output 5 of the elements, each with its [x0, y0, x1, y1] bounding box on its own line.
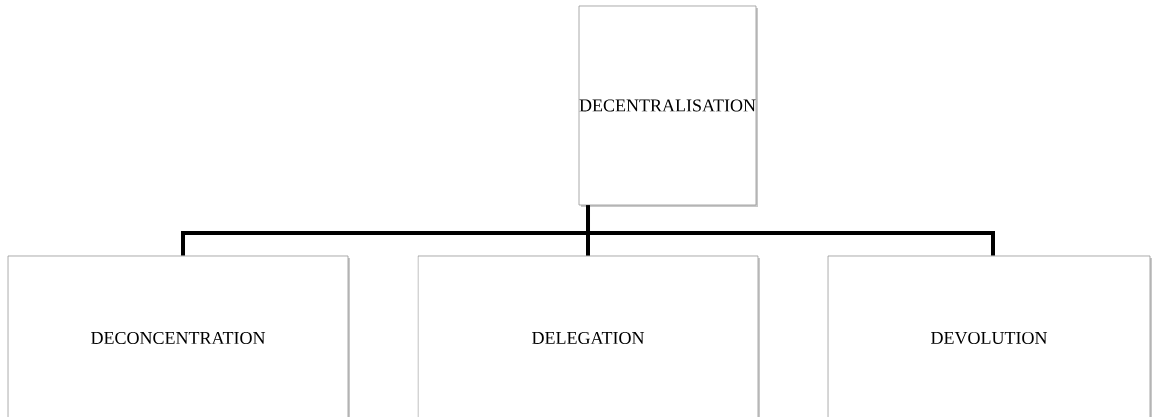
- text-box: DECONCENTRATION: [7, 255, 350, 417]
- text-box: DECENTRALISATION: [578, 5, 758, 207]
- text-box: DEVOLUTION: [827, 255, 1152, 417]
- connector-line: [586, 205, 995, 256]
- text-box: DELEGATION: [417, 255, 760, 417]
